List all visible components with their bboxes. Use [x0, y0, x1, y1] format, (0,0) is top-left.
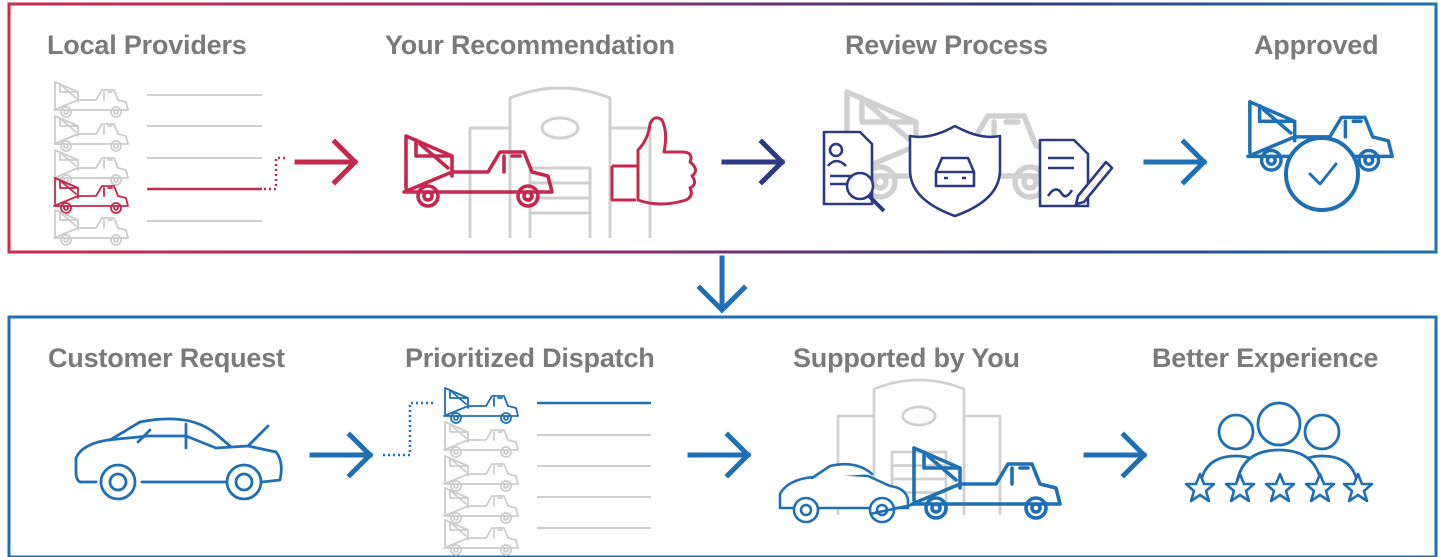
top-row-frame — [7, 2, 1438, 254]
step-title-better-experience: Better Experience — [1152, 343, 1379, 373]
arrow-right-icon — [1146, 142, 1204, 182]
step-title-customer-request: Customer Request — [48, 343, 285, 373]
review-process-icon — [822, 92, 1114, 218]
arrow-right-icon — [690, 435, 748, 475]
arrow-right-icon — [724, 142, 782, 182]
bottom-row-frame — [7, 315, 1438, 557]
step-title-prioritized-dispatch: Prioritized Dispatch — [405, 343, 655, 373]
car-open-hood-icon — [74, 417, 283, 501]
arrow-right-icon — [297, 142, 355, 182]
dispatch-list-icon — [443, 387, 651, 556]
down-arrow-icon — [696, 255, 748, 314]
step-title-your-recommendation: Your Recommendation — [385, 30, 675, 60]
provider-list-icon — [53, 81, 286, 246]
step-title-local-providers: Local Providers — [47, 30, 247, 60]
recommendation-icon — [402, 86, 697, 240]
arrow-right-icon — [312, 435, 370, 475]
step-title-approved: Approved — [1254, 30, 1379, 60]
step-title-review-process: Review Process — [845, 30, 1048, 60]
approved-icon — [1246, 100, 1394, 212]
tow-service-icon — [778, 378, 1062, 524]
arrow-right-icon — [1086, 435, 1144, 475]
happy-customers-icon — [1184, 401, 1374, 503]
dispatch-connector — [383, 401, 436, 457]
step-title-supported-by-you: Supported by You — [793, 343, 1020, 373]
